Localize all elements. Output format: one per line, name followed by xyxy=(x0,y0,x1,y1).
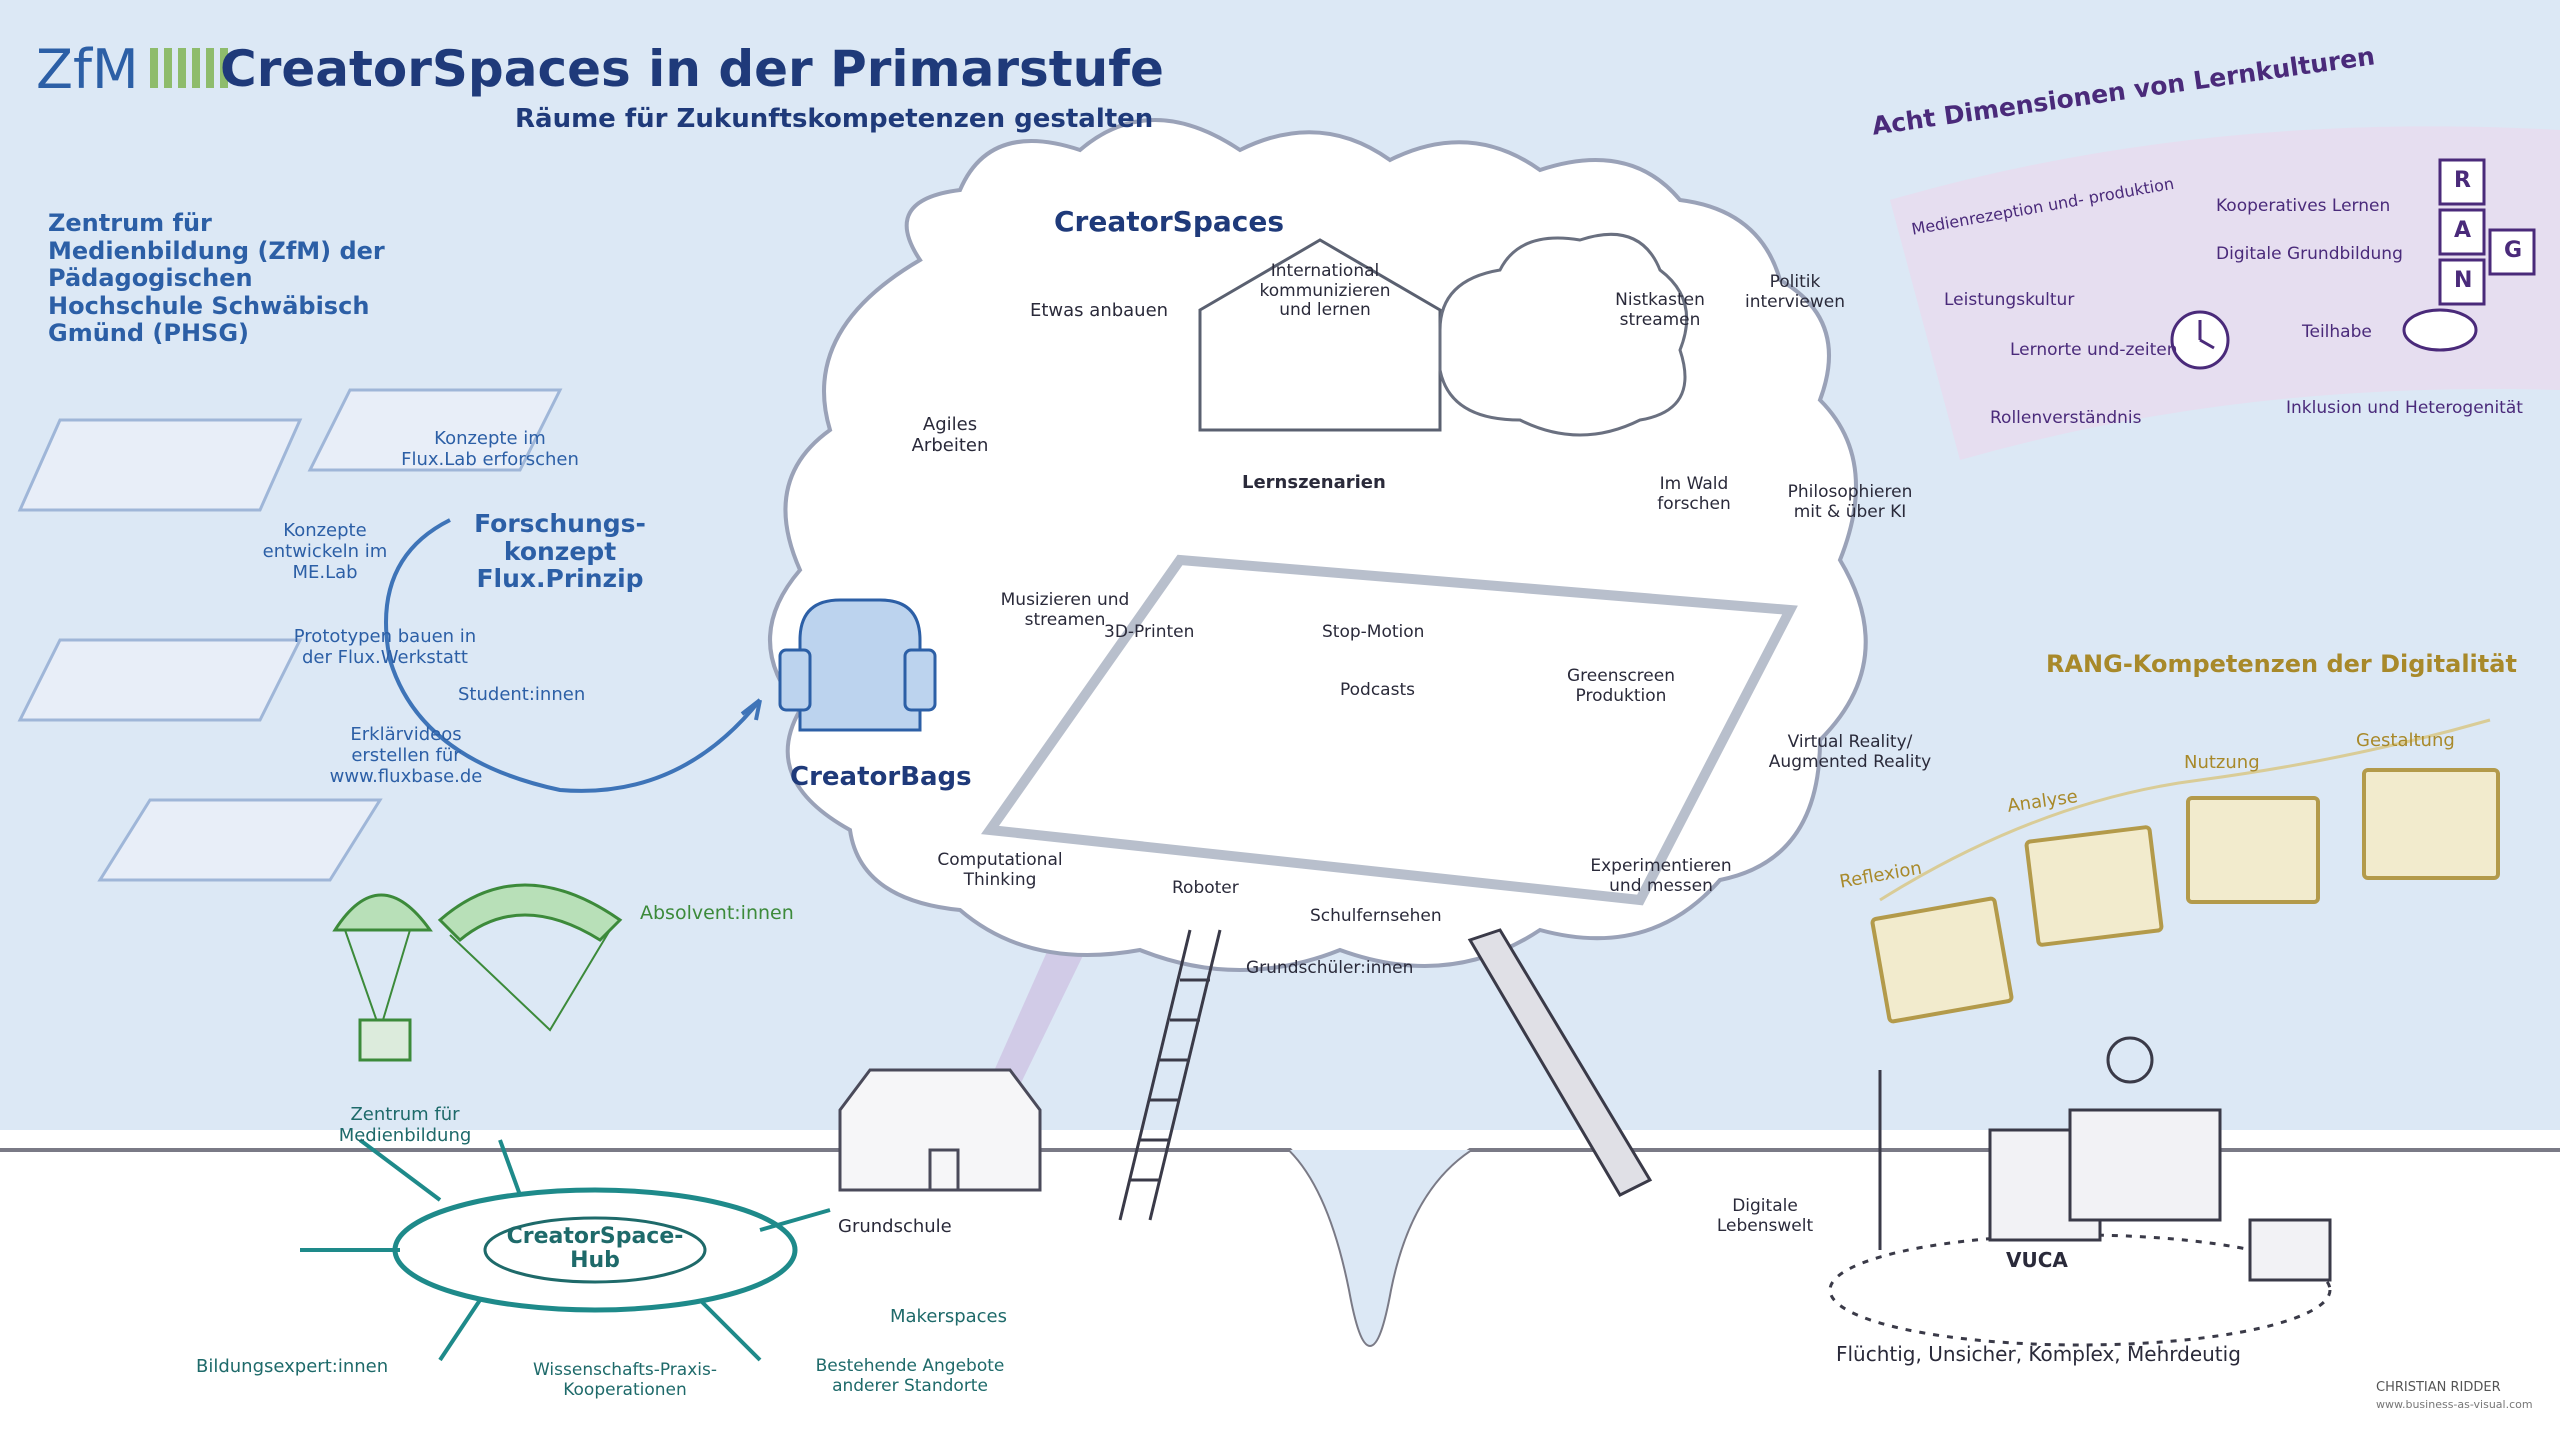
parachute-large xyxy=(437,883,623,943)
label-forschungskonzept: Forschungs-konzept Flux.Prinzip xyxy=(474,509,646,593)
item-nistkasten: Nistkasten streamen xyxy=(1615,290,1705,330)
artist-website: www.business-as-visual.com xyxy=(2376,1398,2533,1411)
tree-cloud xyxy=(1438,232,1689,437)
creator-bags-label: CreatorBags xyxy=(790,762,972,792)
page-subtitle: Räume für Zukunftskompetenzen gestalten xyxy=(515,104,1154,134)
scenario-floor xyxy=(981,554,1798,906)
item-politik: Politik interviewen xyxy=(1745,272,1845,312)
label-grundschule: Grundschule xyxy=(838,1216,952,1237)
hub-spokes xyxy=(300,1138,831,1362)
item-experimentieren: Experimentieren und messen xyxy=(1590,856,1732,896)
network-icon xyxy=(2402,308,2478,352)
page-title: CreatorSpaces in der Primarstufe xyxy=(220,40,1164,98)
item-musizieren: Musizieren und streamen xyxy=(1000,590,1130,630)
rang-title: RANG-Kompetenzen der Digitalität xyxy=(2046,650,2517,678)
label-konzepte-fluxlab: Konzepte im Flux.Lab erforschen xyxy=(401,428,579,470)
item-vr: Virtual Reality/ Augmented Reality xyxy=(1768,732,1932,772)
item-lernszenarien: Lernszenarien xyxy=(1242,472,1386,493)
left-platforms xyxy=(17,388,563,882)
label-bestehende-angebote: Bestehende Angebote anderer Standorte xyxy=(815,1356,1005,1396)
acht-item-lernorte: Lernorte und-zeiten xyxy=(2010,340,2178,360)
label-bildungsexpertinnen: Bildungsexpert:innen xyxy=(196,1356,389,1377)
artist-signature: CHRISTIAN RIDDER xyxy=(2376,1380,2501,1395)
item-agiles: Agiles Arbeiten xyxy=(911,414,989,456)
label-konzepte-melab: Konzepte entwickeln im ME.Lab xyxy=(262,520,388,583)
rang-card-nutzung xyxy=(2186,796,2320,904)
rang-label-nutzung: Nutzung xyxy=(2184,752,2260,773)
hub-inner xyxy=(483,1216,707,1284)
rang-letter-a: A xyxy=(2454,218,2472,243)
label-zfm-bottom: Zentrum für Medienbildung xyxy=(338,1104,472,1146)
rang-letter-g: G xyxy=(2504,238,2523,263)
vuca-drawing xyxy=(1828,1036,2332,1347)
rang-cubes xyxy=(2438,158,2536,306)
zfm-logo: ZfM xyxy=(36,38,230,101)
parachute-small xyxy=(332,893,433,932)
cloud-shape xyxy=(768,118,1868,972)
creator-bag-drawing xyxy=(778,598,937,732)
acht-item-teilhabe: Teilhabe xyxy=(2302,322,2372,342)
rang-card-reflexion xyxy=(1869,895,2015,1025)
slide-drawing xyxy=(1467,928,1653,1197)
item-greenscreen: Greenscreen Produktion xyxy=(1567,666,1675,706)
chasm xyxy=(1290,1150,1470,1345)
item-philosophieren: Philosophieren mit & über KI xyxy=(1787,482,1913,522)
rang-label-gestaltung: Gestaltung xyxy=(2356,730,2455,751)
label-absolventinnen: Absolvent:innen xyxy=(640,902,794,924)
label-vuca-words: Flüchtig, Unsicher, Komplex, Mehrdeutig xyxy=(1836,1342,2241,1366)
ladder-drawing xyxy=(1118,929,1222,1221)
cloud-title: CreatorSpaces xyxy=(1054,205,1285,238)
item-etwas-anbauen: Etwas anbauen xyxy=(1030,300,1169,321)
school-drawing xyxy=(838,1068,1042,1192)
acht-item-inklusion: Inklusion und Heterogenität xyxy=(2286,398,2523,418)
logo-grid-icon xyxy=(149,48,230,88)
item-computational: Computational Thinking xyxy=(937,850,1063,890)
acht-item-digitale-grundbildung: Digitale Grundbildung xyxy=(2216,244,2403,264)
institution-label: Zentrum für Medienbildung (ZfM) der Päda… xyxy=(48,209,385,348)
label-studentinnen: Student:innen xyxy=(458,684,586,705)
item-international: International kommunizieren und lernen xyxy=(1259,261,1391,321)
label-makerspaces: Makerspaces xyxy=(890,1306,1007,1327)
item-grundschuelerinnen: Grundschüler:innen xyxy=(1246,958,1414,978)
hub-label: CreatorSpace-Hub xyxy=(506,1224,684,1274)
item-podcasts: Podcasts xyxy=(1340,680,1415,700)
label-digitale-lebenswelt: Digitale Lebenswelt xyxy=(1716,1196,1814,1236)
label-wissenschaft: Wissenschafts-Praxis-Kooperationen xyxy=(533,1360,717,1400)
label-prototypen: Prototypen bauen in der Flux.Werkstatt xyxy=(293,626,477,668)
parachute-box xyxy=(358,1018,412,1062)
item-roboter: Roboter xyxy=(1172,878,1239,898)
rang-path xyxy=(1879,718,2491,902)
acht-item-leistungskultur: Leistungskultur xyxy=(1944,290,2075,310)
acht-item-rollenverstaendnis: Rollenverständnis xyxy=(1990,408,2142,428)
acht-item-kooperatives: Kooperatives Lernen xyxy=(2216,196,2391,216)
item-stop-motion: Stop-Motion xyxy=(1322,622,1425,642)
rang-card-analyse xyxy=(2023,824,2165,948)
item-schulfernsehen: Schulfernsehen xyxy=(1310,906,1442,926)
item-im-wald: Im Wald forschen xyxy=(1657,474,1731,514)
label-erklaervideos: Erklärvideos erstellen für www.fluxbase.… xyxy=(329,724,483,787)
label-vuca: VUCA xyxy=(2006,1248,2068,1272)
cycle-arrowhead xyxy=(740,698,762,721)
cycle-arrow xyxy=(384,518,762,793)
item-3d-printen: 3D-Printen xyxy=(1104,622,1195,642)
rang-card-gestaltung xyxy=(2362,768,2500,880)
rang-letter-n: N xyxy=(2454,268,2473,293)
rang-letter-r: R xyxy=(2454,168,2471,193)
logo-text: ZfM xyxy=(36,38,139,101)
acht-band xyxy=(1890,126,2560,460)
